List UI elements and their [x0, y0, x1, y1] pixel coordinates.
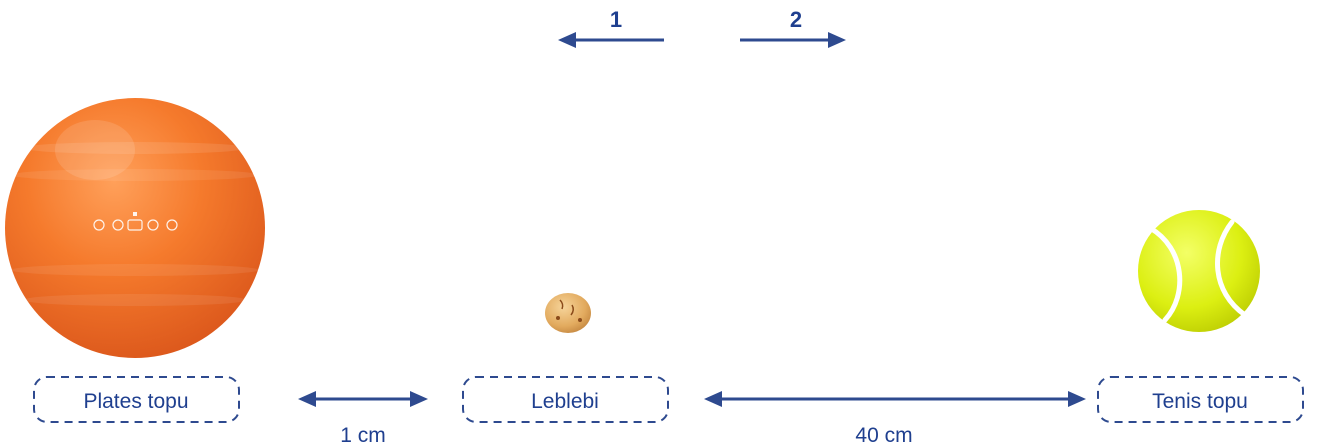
direction-arrow-left-label: 1	[610, 7, 622, 32]
tennis-ball-icon	[1138, 210, 1260, 332]
direction-arrow-left	[558, 32, 664, 48]
label-chickpea: Leblebi	[531, 390, 599, 413]
label-pilates-ball: Plates topu	[83, 390, 188, 413]
label-box-pilates: Plates topu	[33, 376, 240, 423]
direction-arrow-right-label: 2	[790, 7, 802, 32]
distance-arrow-2	[704, 391, 1086, 407]
distance-label-2: 40 cm	[855, 424, 912, 447]
distance-label-1: 1 cm	[340, 424, 386, 447]
pilates-ball-icon	[5, 98, 265, 358]
label-box-chickpea: Leblebi	[462, 376, 669, 423]
label-tennis-ball: Tenis topu	[1152, 390, 1248, 413]
distance-arrow-1	[298, 391, 428, 407]
chickpea-icon	[545, 293, 591, 333]
direction-arrow-right	[740, 32, 846, 48]
label-box-tennis: Tenis topu	[1097, 376, 1304, 423]
